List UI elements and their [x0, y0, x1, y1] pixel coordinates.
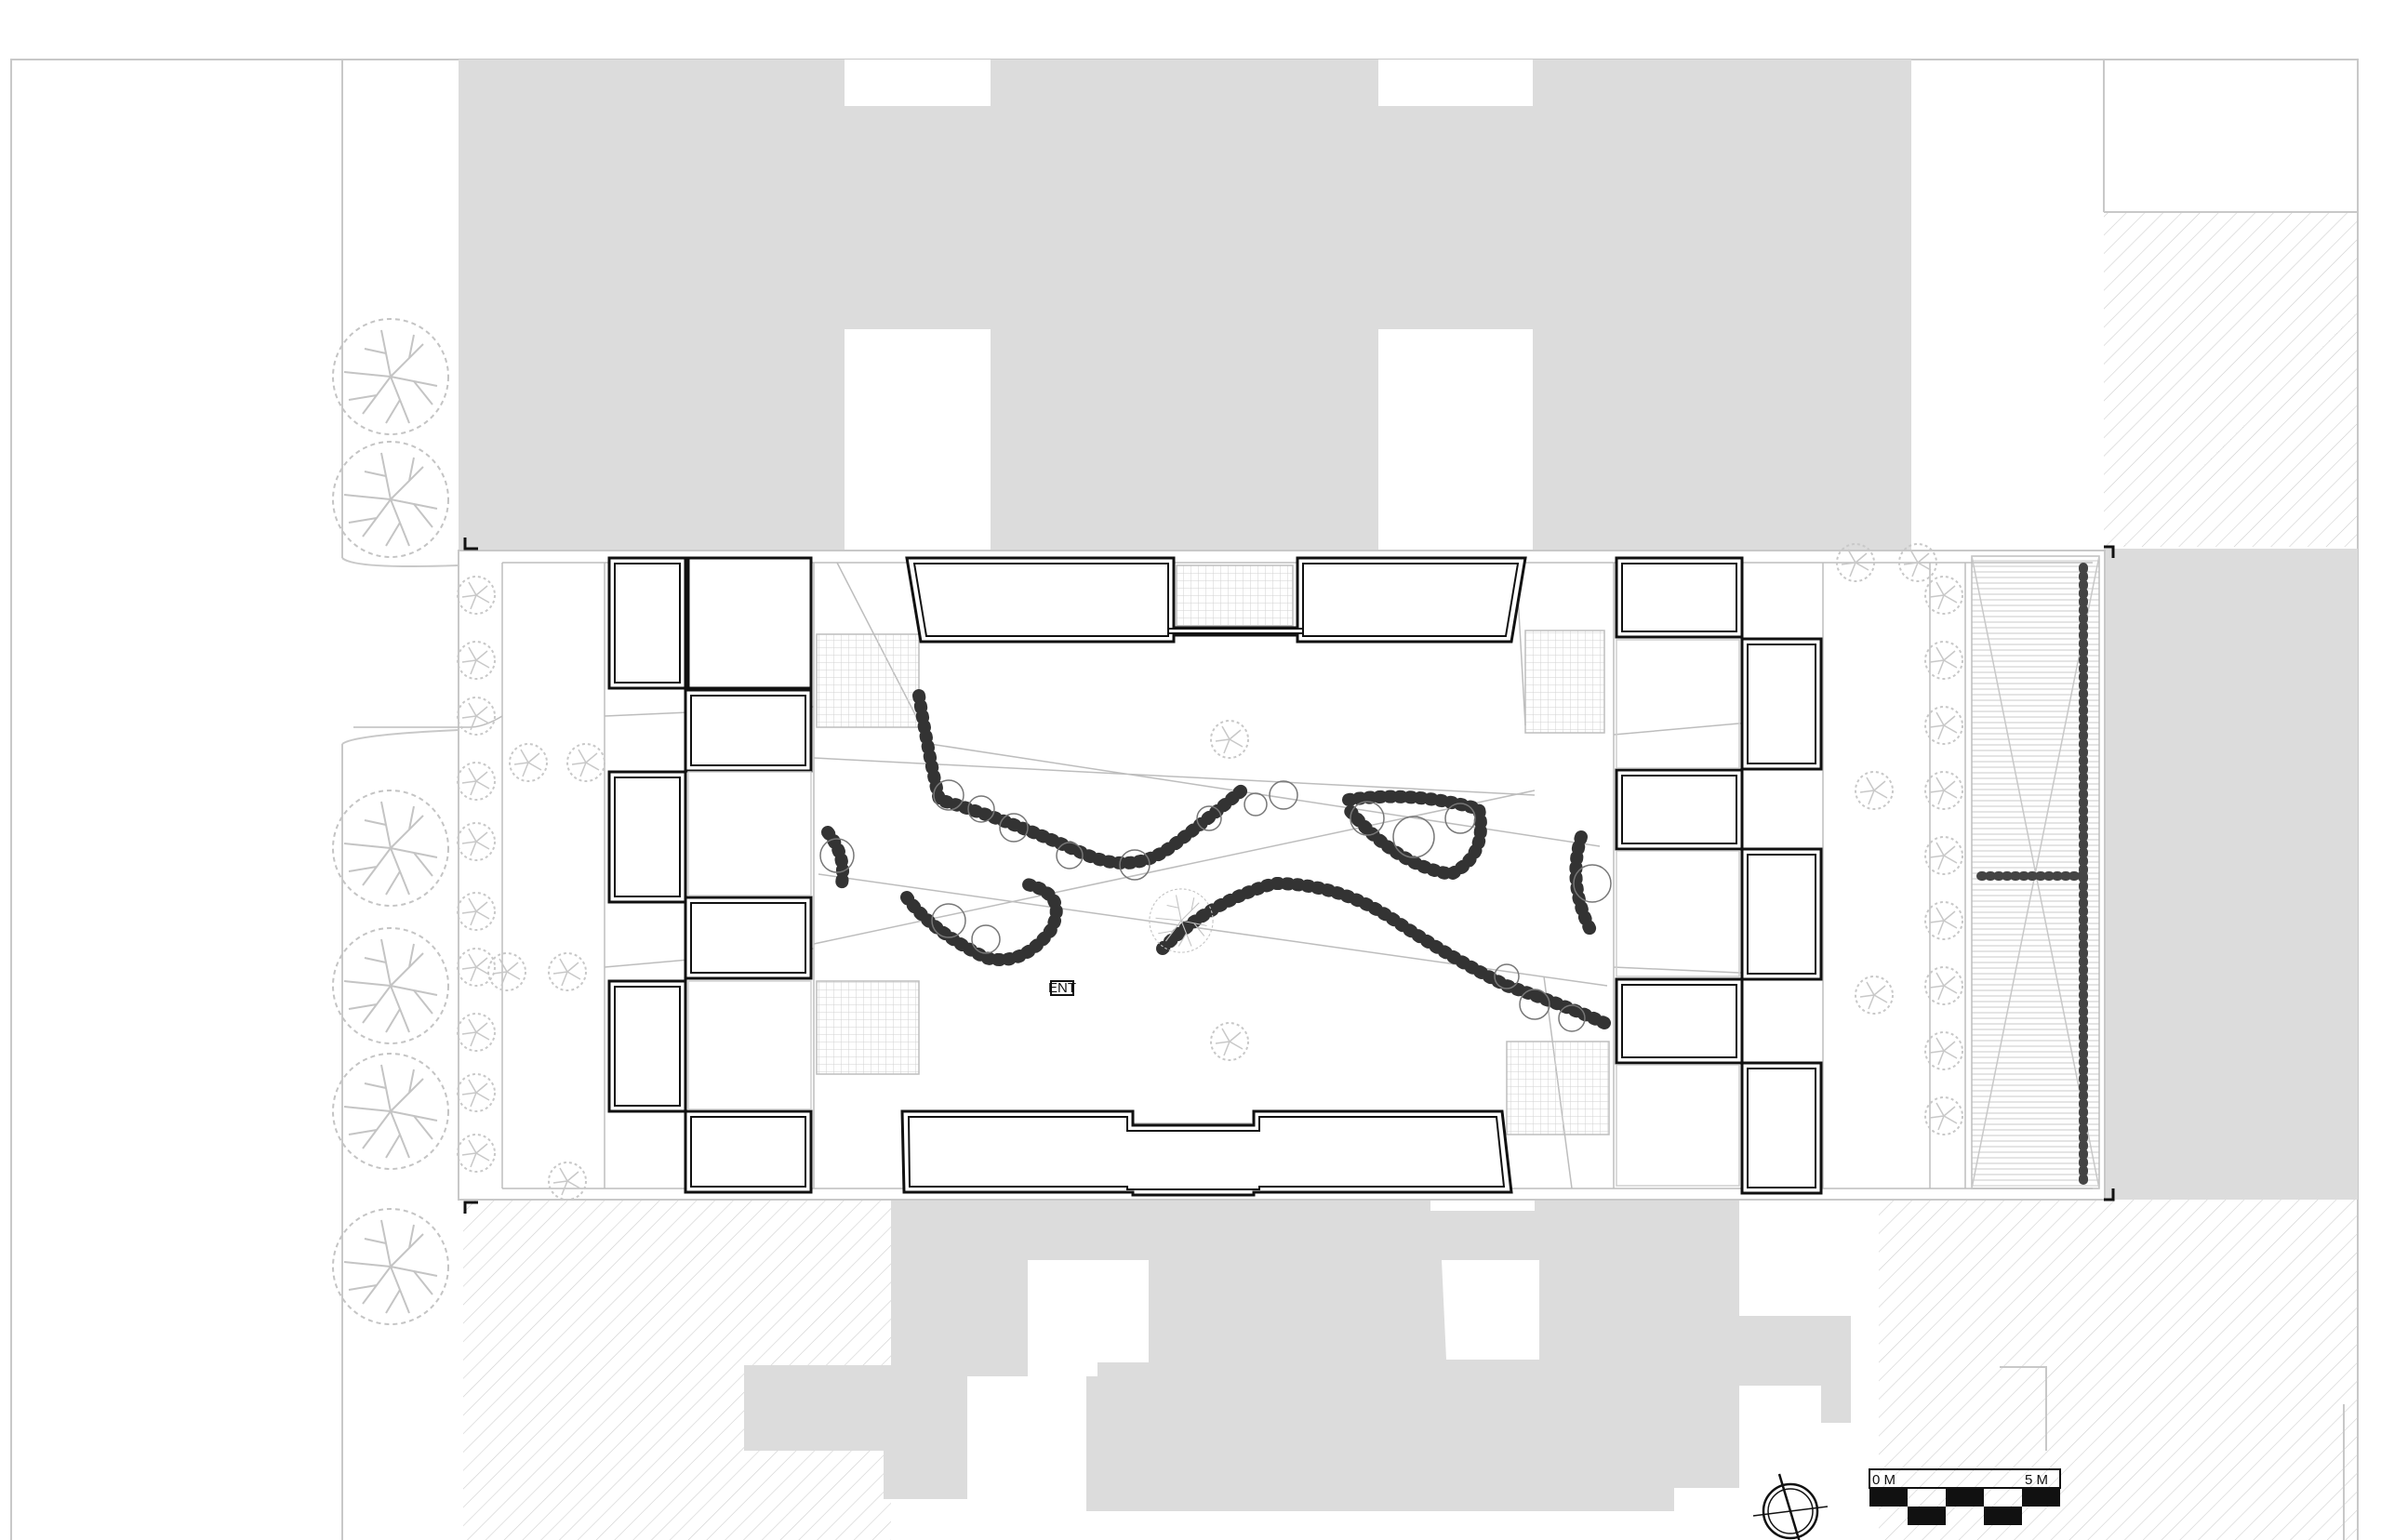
south-building [744, 1200, 1851, 1511]
scale-start-label: 0 M [1872, 1472, 1895, 1488]
scale-bar-segment [1984, 1507, 2022, 1525]
north-building [459, 60, 1911, 551]
street-trees [332, 318, 449, 1325]
scale-bar-segment [2022, 1488, 2060, 1507]
scale-bar: 0 M 5 M [1869, 1468, 2061, 1525]
south-courtyards [1028, 1200, 1851, 1451]
building-units [607, 556, 1823, 1197]
east-planter [1976, 563, 2093, 1186]
scale-bar-segments [1869, 1468, 2061, 1525]
entry-tag: ENT [1048, 980, 1076, 996]
east-building [2104, 549, 2358, 1200]
north-arrow-icon [1752, 1473, 1829, 1540]
svg-text:ENT: ENT [1048, 980, 1076, 996]
neighbor-buildings [459, 60, 2358, 1511]
scale-bar-segment [1869, 1488, 1908, 1507]
unit-fill-lines [687, 639, 1740, 1187]
scale-bar-segment [1908, 1507, 1946, 1525]
hatched-lots [463, 212, 2358, 1540]
scale-end-label: 5 M [2025, 1472, 2048, 1488]
scale-bar-segment [1946, 1488, 1984, 1507]
planting-beds [821, 689, 1611, 1029]
planting-detail [819, 779, 1612, 1032]
